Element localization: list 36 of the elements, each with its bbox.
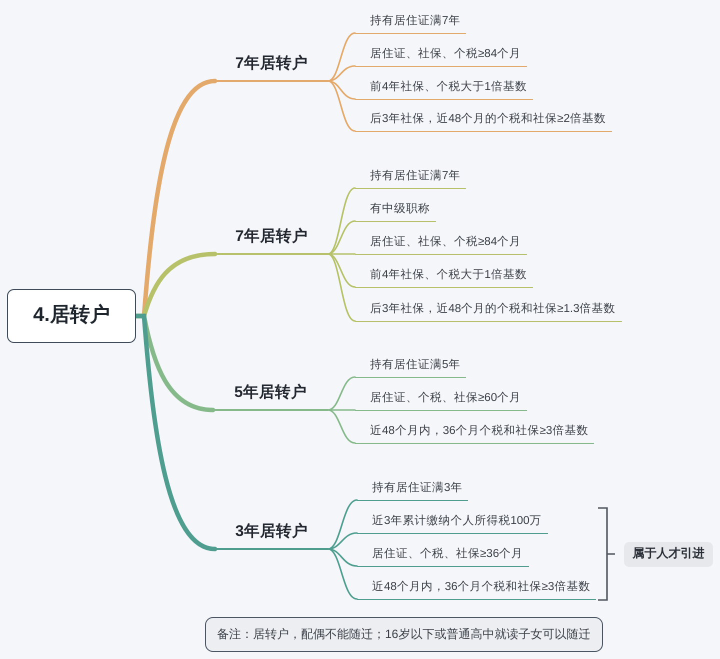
subtopic: 前4年社保、个税大于1倍基数 (355, 265, 533, 288)
subtopic: 有中级职称 (355, 199, 436, 222)
branch-topic: 3年居转户 (215, 515, 328, 550)
branch-topic: 7年居转户 (215, 47, 328, 82)
subtopic: 后3年社保，近48个月的个税和社保≥1.3倍基数 (355, 299, 622, 322)
summary-label: 属于人才引进 (624, 542, 713, 567)
branch-line (327, 253, 356, 322)
branch-line (327, 499, 358, 550)
branch-line (327, 409, 356, 444)
subtopic: 持有居住证满3年 (357, 478, 468, 501)
branch-topic: 5年居转户 (213, 376, 328, 411)
subtopic: 后3年社保，近48个月的个税和社保≥2倍基数 (355, 109, 612, 132)
branch-line (327, 532, 358, 550)
subtopic: 近48个月内，36个月个税和社保≥3倍基数 (355, 421, 594, 444)
branch-line (327, 376, 356, 411)
subtopic: 持有居住证满7年 (355, 11, 466, 34)
subtopic: 前4年社保、个税大于1倍基数 (355, 77, 533, 100)
subtopic: 持有居住证满5年 (355, 355, 466, 378)
branch-topic: 7年居转户 (215, 220, 328, 255)
subtopic: 持有居住证满7年 (355, 166, 466, 189)
subtopic: 居住证、社保、个税≥84个月 (355, 232, 528, 255)
topic-box: 4.居转户 (7, 289, 136, 343)
subtopic: 近48个月内，36个月个税和社保≥3倍基数 (357, 577, 596, 600)
subtopic: 居住证、个税、社保≥36个月 (357, 544, 530, 567)
branch-line (327, 187, 356, 255)
branch-line (327, 409, 356, 411)
subtopic: 近3年累计缴纳个人所得税100万 (357, 511, 548, 534)
branch-line (327, 80, 356, 132)
branch-line (327, 65, 356, 82)
subtopic: 居住证、个税、社保≥60个月 (355, 388, 528, 411)
subtopic: 居住证、社保、个税≥84个月 (355, 44, 528, 67)
branch-line (134, 314, 218, 552)
branch-line (327, 220, 356, 255)
branch-line (327, 548, 358, 600)
note-box: 备注：居转户，配偶不能随迁；16岁以下或普通高中就读子女可以随迁 (205, 617, 603, 652)
branch-line (327, 32, 356, 82)
